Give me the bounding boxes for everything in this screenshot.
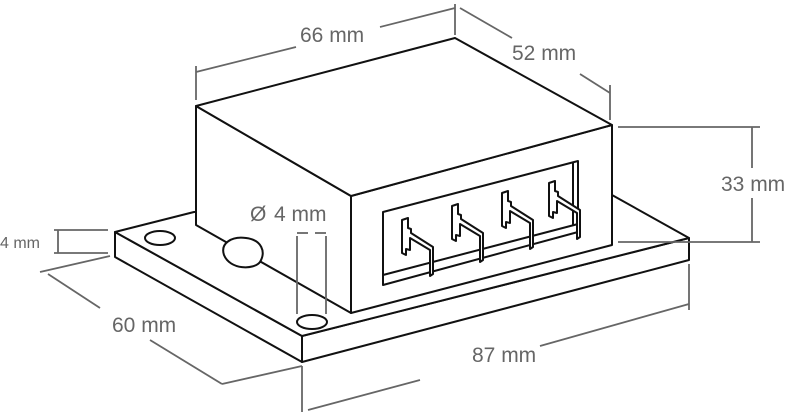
dimension-plate-depth: 60 mm bbox=[112, 314, 176, 337]
dimension-plate-width: 87 mm bbox=[472, 344, 536, 367]
terminal-tab bbox=[548, 180, 581, 240]
terminal-tab bbox=[501, 190, 534, 250]
terminal-tab bbox=[451, 203, 484, 263]
diameter-symbol: Ø bbox=[250, 203, 266, 226]
dimension-depth-top: 52 mm bbox=[512, 42, 576, 65]
dimension-lines bbox=[39, 4, 760, 412]
enclosure-box bbox=[195, 37, 613, 314]
mounting-hole bbox=[144, 230, 176, 246]
mounting-hole bbox=[296, 314, 328, 330]
dimension-width-top: 66 mm bbox=[300, 24, 364, 47]
dimension-hole-diameter: 4 mm bbox=[274, 203, 327, 226]
terminals bbox=[401, 180, 581, 277]
led-indicator bbox=[222, 236, 264, 269]
terminal-tab bbox=[401, 217, 434, 277]
dimension-height: 33 mm bbox=[721, 173, 785, 196]
dimension-plate-thickness: 4 mm bbox=[0, 235, 40, 252]
